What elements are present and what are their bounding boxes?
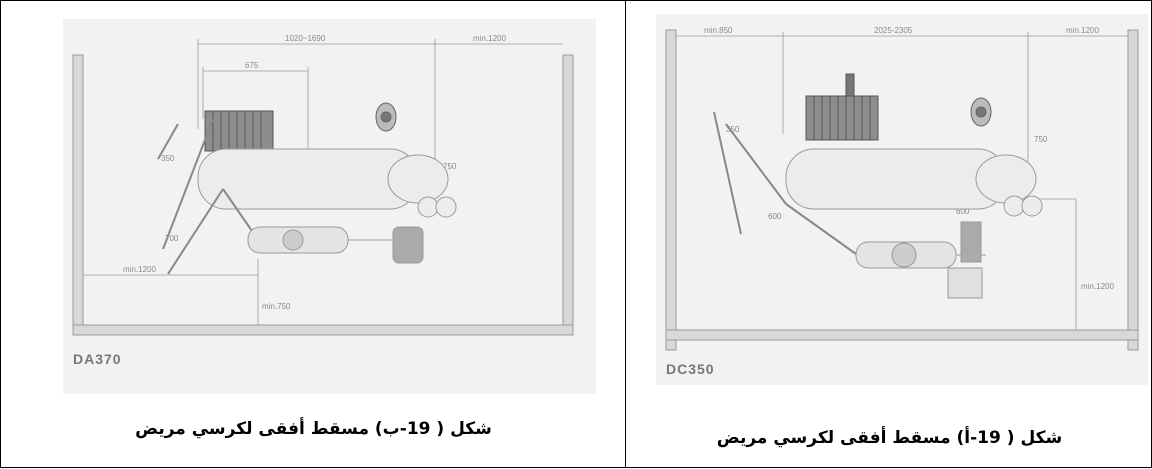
figure-cell-a: min.850 2025-2305 min.1200 750 min.1200 … (625, 0, 1152, 468)
dim-right-min: min.1200 (1066, 26, 1099, 35)
dim-chair: 350 (726, 125, 740, 134)
dim-right-min: min.1200 (473, 34, 506, 43)
dim-arm: 700 (165, 234, 179, 243)
figure-cell-b: 1020~1690 min.1200 675 750 min.1200 min.… (0, 0, 625, 468)
dim-arm: 600 (768, 212, 782, 221)
floor-plan-dc350: min.850 2025-2305 min.1200 750 min.1200 … (656, 14, 1148, 385)
figure-caption-a: شكل ( 19-أ) مسقط أفقى لكرسي مريض (716, 428, 1063, 448)
dim-chair: 350 (161, 154, 175, 163)
dim-post: 750 (443, 162, 457, 171)
floor-plan-drawing: min.850 2025-2305 min.1200 750 min.1200 … (665, 26, 1139, 377)
dim-total: 1020~1690 (285, 34, 326, 43)
dim-post: 750 (1034, 135, 1048, 144)
dim-vertical-min: min.750 (262, 302, 291, 311)
model-label-da370: DA370 (73, 351, 122, 367)
dim-inner: 675 (245, 61, 259, 70)
floor-plan-drawing: 1020~1690 min.1200 675 750 min.1200 min.… (72, 34, 574, 367)
dim-middle: 2025-2305 (874, 26, 913, 35)
figure-caption-b: شكل ( 19-ب) مسقط أفقى لكرسي مريض (135, 419, 492, 439)
dim-left-min: min.850 (704, 26, 733, 35)
dim-center: 600 (956, 207, 970, 216)
dim-vertical-min: min.1200 (1081, 282, 1114, 291)
floor-plan-da370: 1020~1690 min.1200 675 750 min.1200 min.… (63, 19, 596, 394)
model-label-dc350: DC350 (666, 361, 715, 377)
dim-bottom-min: min.1200 (123, 265, 156, 274)
